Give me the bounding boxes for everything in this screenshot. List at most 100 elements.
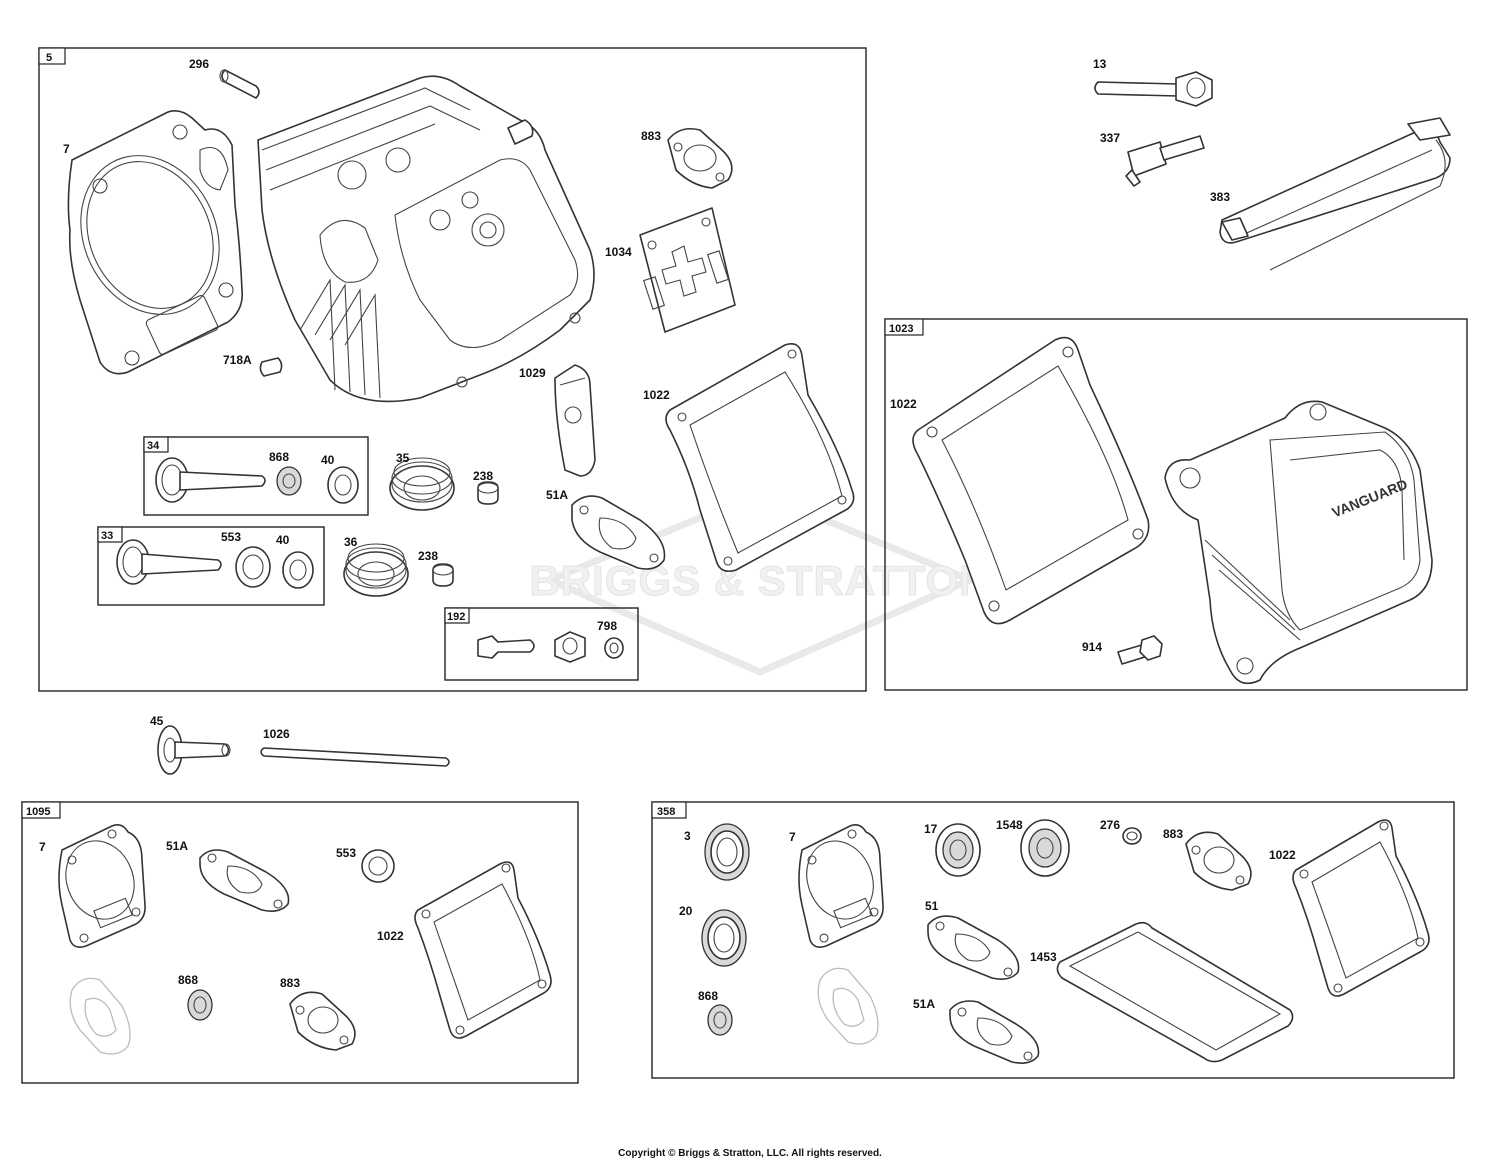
part-rocker-arm-1029[interactable] bbox=[554, 364, 596, 477]
callout-36: 36 bbox=[344, 535, 358, 549]
callout-296: 296 bbox=[189, 57, 209, 71]
callout-276: 276 bbox=[1100, 818, 1120, 832]
part-jam-nut-798[interactable] bbox=[604, 637, 624, 659]
callout-3: 3 bbox=[684, 829, 691, 843]
box-gasket-set-engine: 358 bbox=[651, 801, 1455, 1079]
callout-51a-358: 51A bbox=[913, 997, 935, 1011]
part-spring-retainer-40b[interactable] bbox=[282, 551, 314, 589]
box-exhaust-valve-kit: 34 bbox=[143, 436, 369, 516]
part-intake-gasket-883-1095[interactable] bbox=[289, 991, 356, 1051]
callout-883-1095: 883 bbox=[280, 976, 300, 990]
box-label-gasket-set-head: 1095 bbox=[26, 806, 50, 818]
callout-914: 914 bbox=[1082, 640, 1102, 654]
part-spark-plug-wrench-383[interactable] bbox=[1219, 117, 1451, 271]
part-cover-bolt-914[interactable] bbox=[1117, 635, 1163, 665]
part-spring-retainer-40a[interactable] bbox=[327, 466, 359, 504]
callout-868-358: 868 bbox=[698, 989, 718, 1003]
box-valve-cover-assembly: 1023 bbox=[884, 318, 1468, 691]
callout-1453: 1453 bbox=[1030, 950, 1057, 964]
part-valve-seal-553[interactable] bbox=[235, 546, 271, 588]
part-valve-cap-238b[interactable] bbox=[432, 563, 454, 587]
callout-1548: 1548 bbox=[996, 818, 1023, 832]
callout-383: 383 bbox=[1210, 190, 1230, 204]
callout-238b: 238 bbox=[418, 549, 438, 563]
part-valve-cover-gasket-1022-1095[interactable] bbox=[414, 861, 552, 1039]
callout-1026: 1026 bbox=[263, 727, 290, 741]
callout-45: 45 bbox=[150, 714, 164, 728]
callout-553-kit33: 553 bbox=[221, 530, 241, 544]
part-valve-seal-868-1095[interactable] bbox=[187, 989, 213, 1021]
callout-1022-top: 1022 bbox=[643, 388, 670, 402]
part-exhaust-gasket-51a-358[interactable] bbox=[949, 1000, 1040, 1064]
callout-7-358: 7 bbox=[789, 830, 796, 844]
callout-20: 20 bbox=[679, 904, 693, 918]
part-valve-cover-gasket-1022-358[interactable] bbox=[1292, 819, 1430, 997]
box-intake-valve-kit: 33 bbox=[97, 526, 325, 606]
callout-1029: 1029 bbox=[519, 366, 546, 380]
part-valve-seal-868[interactable] bbox=[276, 466, 302, 496]
box-label-exhaust-valve-kit: 34 bbox=[147, 440, 160, 452]
box-label-intake-valve-kit: 33 bbox=[101, 530, 113, 542]
part-head-gasket-7-1095[interactable] bbox=[54, 824, 146, 948]
callout-1034: 1034 bbox=[605, 245, 632, 259]
callout-1022-358: 1022 bbox=[1269, 848, 1296, 862]
box-label-stud-kit: 192 bbox=[447, 611, 465, 623]
brand-watermark: BRIGGS & STRATTON bbox=[529, 489, 990, 676]
callout-51a-top: 51A bbox=[546, 488, 568, 502]
part-cylinder-head[interactable] bbox=[257, 75, 595, 403]
callout-1022-cover: 1022 bbox=[890, 397, 917, 411]
part-bearing-1548[interactable] bbox=[1020, 819, 1070, 877]
part-dowel-pin-296[interactable] bbox=[219, 69, 260, 99]
callout-51: 51 bbox=[925, 899, 939, 913]
callout-553-1095: 553 bbox=[336, 846, 356, 860]
callout-883-358: 883 bbox=[1163, 827, 1183, 841]
part-o-ring-276[interactable] bbox=[1122, 827, 1142, 845]
part-oil-seal-3[interactable] bbox=[704, 823, 750, 881]
box-head-assembly: 5 bbox=[38, 47, 867, 692]
part-rocker-stud[interactable] bbox=[477, 635, 535, 659]
part-valve-cover[interactable]: VANGUARD bbox=[1164, 400, 1433, 685]
part-exhaust-gasket-51a-1095[interactable] bbox=[199, 849, 290, 912]
part-exhaust-valve[interactable] bbox=[155, 457, 266, 503]
part-oil-seal-20[interactable] bbox=[701, 909, 747, 967]
part-head-gasket-7[interactable] bbox=[56, 110, 245, 375]
part-intake-gasket-faint-1095 bbox=[69, 977, 131, 1055]
box-stud-kit: 192 bbox=[444, 607, 639, 681]
callout-17: 17 bbox=[924, 822, 938, 836]
part-valve-cover-gasket-1022[interactable] bbox=[665, 343, 855, 573]
box-label-valve-cover-assembly: 1023 bbox=[889, 323, 913, 335]
part-rocker-nut[interactable] bbox=[554, 631, 586, 663]
part-bolt-13[interactable] bbox=[1094, 71, 1213, 107]
callout-51a-1095: 51A bbox=[166, 839, 188, 853]
box-label-head-assembly: 5 bbox=[46, 52, 52, 64]
part-valve-seal-553-1095[interactable] bbox=[361, 849, 395, 883]
part-dowel-718a[interactable] bbox=[259, 357, 283, 377]
callout-7-1095: 7 bbox=[39, 840, 46, 854]
callout-798: 798 bbox=[597, 619, 617, 633]
part-intake-gasket-faint-358 bbox=[817, 967, 879, 1045]
callout-337: 337 bbox=[1100, 131, 1120, 145]
part-sump-gasket-1453[interactable] bbox=[1056, 921, 1294, 1063]
part-bearing-17[interactable] bbox=[935, 823, 981, 877]
callout-718a: 718A bbox=[223, 353, 252, 367]
part-intake-gasket-883-358[interactable] bbox=[1185, 831, 1252, 891]
part-valve-cap-238a[interactable] bbox=[477, 481, 499, 505]
part-intake-valve[interactable] bbox=[116, 539, 222, 585]
part-valve-spring-36[interactable] bbox=[343, 543, 409, 597]
box-label-gasket-set-engine: 358 bbox=[657, 806, 675, 818]
part-exhaust-gasket-51a[interactable] bbox=[571, 495, 666, 570]
callout-40-kit34: 40 bbox=[321, 453, 335, 467]
part-spark-plug-337[interactable] bbox=[1125, 135, 1205, 187]
part-push-rod-1026[interactable] bbox=[260, 747, 450, 767]
part-exhaust-gasket-51[interactable] bbox=[927, 915, 1020, 980]
callout-40-kit33: 40 bbox=[276, 533, 290, 547]
part-valve-cover-gasket-1022-cover[interactable] bbox=[912, 336, 1150, 625]
part-valve-tappet-45[interactable] bbox=[157, 725, 231, 775]
part-intake-gasket-883[interactable] bbox=[667, 127, 733, 189]
part-head-gasket-7-358[interactable] bbox=[795, 824, 884, 948]
callout-1022-1095: 1022 bbox=[377, 929, 404, 943]
part-valve-spring-35[interactable] bbox=[389, 457, 455, 511]
part-valve-seal-868-358[interactable] bbox=[707, 1004, 733, 1036]
part-guide-plate-1034[interactable] bbox=[639, 207, 736, 333]
